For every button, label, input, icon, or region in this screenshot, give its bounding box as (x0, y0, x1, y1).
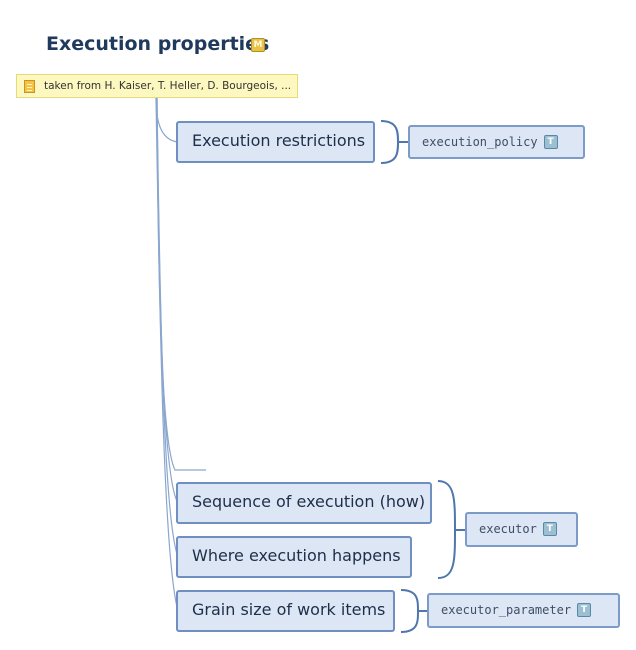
node-where-execution-happens[interactable]: Where execution happens (176, 536, 412, 578)
type-executor-parameter[interactable]: executor_parameter T (427, 593, 620, 628)
node-grain-size[interactable]: Grain size of work items (176, 590, 395, 632)
type-badge-icon: T (543, 134, 558, 149)
node-execution-restrictions[interactable]: Execution restrictions (176, 121, 375, 163)
page-title: Execution properties (46, 33, 270, 55)
note-callout[interactable]: taken from H. Kaiser, T. Heller, D. Bour… (16, 74, 298, 98)
node-label: Sequence of execution (how) (192, 492, 426, 511)
type-executor[interactable]: executor T (465, 512, 578, 547)
type-label: executor_parameter (441, 603, 572, 617)
node-label: Execution restrictions (192, 131, 366, 150)
map-marker-badge: M (251, 38, 265, 52)
type-label: executor (479, 522, 537, 536)
type-badge-icon: T (577, 602, 592, 617)
type-execution-policy[interactable]: execution_policy T (408, 125, 585, 159)
type-badge-icon: T (542, 521, 557, 536)
note-text: taken from H. Kaiser, T. Heller, D. Bour… (44, 80, 292, 92)
node-label: Where execution happens (192, 546, 401, 565)
node-label: Grain size of work items (192, 600, 386, 619)
note-icon (24, 80, 35, 93)
node-sequence-of-execution[interactable]: Sequence of execution (how) (176, 482, 432, 524)
type-label: execution_policy (422, 135, 538, 149)
